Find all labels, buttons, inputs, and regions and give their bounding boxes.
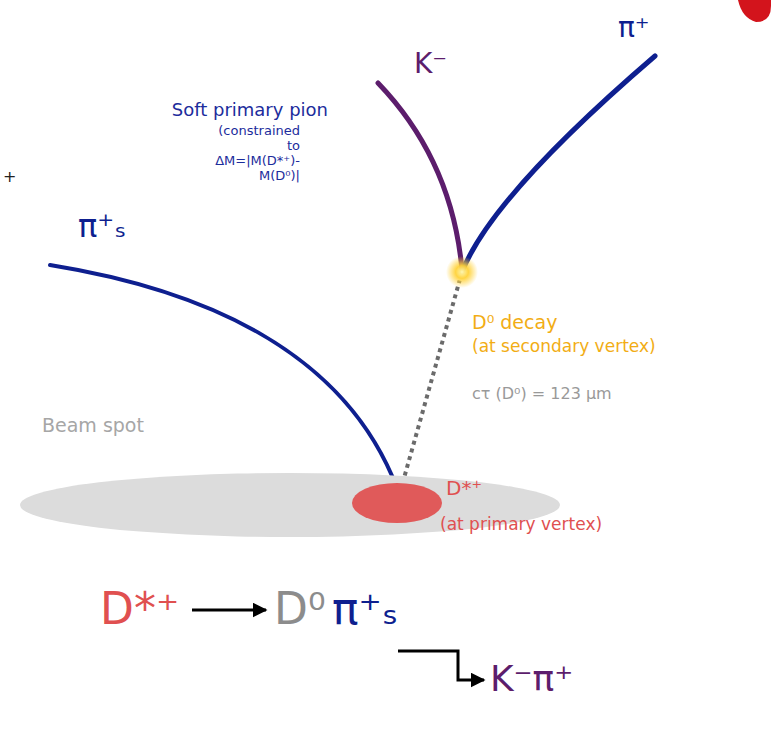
decay-vertex-glow: D⁰ decay(at secondary vertex): [446, 256, 478, 288]
decay-particle: D*⁺: [100, 584, 179, 635]
vertex-label: D⁰ decay: [472, 312, 557, 334]
particle-label: π⁺ₛ: [78, 208, 126, 245]
logo-fragment: [738, 0, 771, 22]
particle-label: D*⁺: [446, 477, 482, 500]
primary-vertex-ellipse: D*⁺(at primary vertex): [352, 483, 442, 523]
lifetime-note: cτ (D⁰) = 123 µm: [472, 385, 612, 403]
kaon-track: [378, 83, 462, 270]
particle-label: π⁺: [618, 12, 650, 44]
pion-track: [462, 56, 655, 272]
decay-vertex-glow-outline: [446, 256, 478, 288]
region-label: Beam spot: [42, 415, 144, 437]
decay-arrow: [192, 609, 266, 612]
primary-vertex-ellipse-outline: [352, 483, 442, 523]
vertex-note: (at primary vertex): [440, 515, 602, 535]
fragment-text: +: [3, 168, 16, 186]
soft-pion-track: [50, 265, 397, 488]
particle-label: K⁻: [414, 48, 447, 80]
track-note: Soft primary pion: [100, 100, 328, 121]
flight-path: [403, 280, 460, 483]
decay-particle: π⁺ₛ: [332, 584, 398, 635]
ellipse-shape: [352, 483, 442, 523]
decay-particle: D⁰: [274, 584, 326, 635]
decay-particle: K⁻π⁺: [490, 658, 573, 699]
beam-spot-ellipse: Beam spotD*⁺(at primary vertex): [20, 473, 560, 537]
vertex-note: (at secondary vertex): [472, 337, 656, 357]
decay-arrow: [398, 651, 484, 680]
glow-shape: [446, 256, 478, 288]
track-note: (constrained to ΔM=|M(D*⁺)-M(D⁰)|: [215, 124, 300, 184]
